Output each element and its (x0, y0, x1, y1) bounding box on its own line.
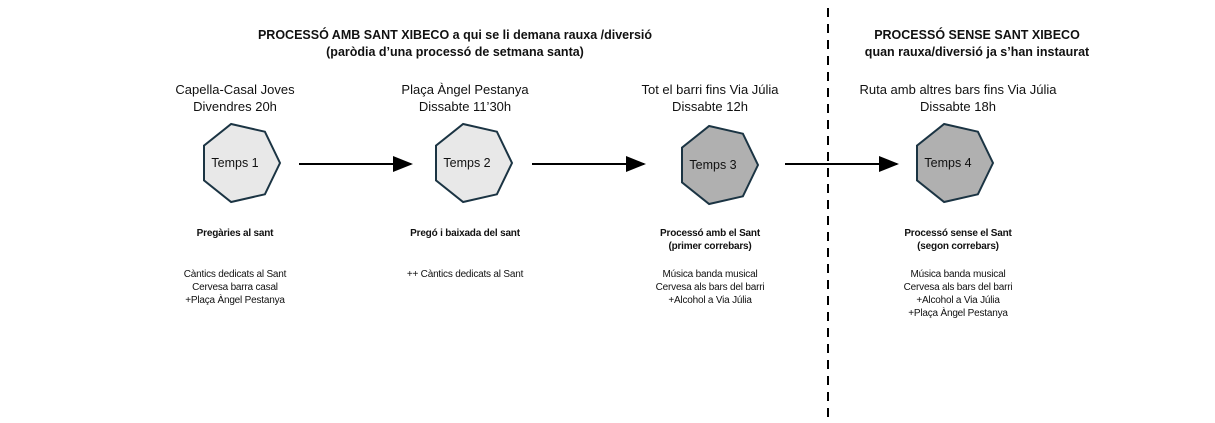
stage-label: Temps 1 (211, 156, 259, 170)
right-header-line1: PROCESSÓ SENSE SANT XIBECO (874, 28, 1080, 42)
detail-line: Cervesa als bars del barri (655, 282, 765, 293)
activity-line: (segon correbars) (917, 241, 999, 252)
detail-line: Cervesa barra casal (192, 282, 278, 293)
stage-activity: Processó sense el Sant (segon correbars) (904, 227, 1012, 253)
detail-line: ++ Càntics dedicats al Sant (406, 269, 524, 280)
stage-heptagon-2 (435, 122, 514, 204)
stage-time: Dissabte 11’30h (418, 99, 512, 114)
stage-heptagon-3 (681, 124, 760, 206)
stage-heptagon-4 (916, 122, 995, 204)
stage-label: Temps 4 (924, 156, 972, 170)
stage-heptagon-1 (203, 122, 282, 204)
stage-time: Divendres 20h (193, 99, 277, 114)
activity-line: (primer correbars) (668, 241, 752, 252)
detail-line: +Plaça Àngel Pestanya (185, 295, 285, 306)
left-header-line1: PROCESSÓ AMB SANT XIBECO a qui se li dem… (257, 28, 653, 42)
left-section-header: PROCESSÓ AMB SANT XIBECO a qui se li dem… (258, 27, 652, 61)
detail-line: Càntics dedicats al Sant (183, 269, 287, 280)
stage-activity: Processó amb el Sant (primer correbars) (660, 227, 760, 253)
detail-line: +Alcohol a Via Júlia (916, 295, 1000, 306)
detail-line: +Plaça Àngel Pestanya (908, 308, 1008, 319)
stage-label: Temps 3 (689, 158, 737, 172)
activity-line: Pregó i baixada del sant (410, 228, 520, 239)
stage-place: Tot el barri fins Via Júlia (641, 82, 779, 97)
stage-place: Capella-Casal Joves (175, 82, 295, 97)
stage-place: Ruta amb altres bars fins Via Júlia (859, 82, 1057, 97)
stage-label: Temps 2 (443, 156, 491, 170)
detail-line: +Alcohol a Via Júlia (668, 295, 752, 306)
activity-line: Processó amb el Sant (660, 228, 760, 239)
detail-line: Cervesa als bars del barri (903, 282, 1013, 293)
stage-time: Dissabte 18h (920, 99, 996, 114)
right-header-line2: quan rauxa/diversió ja s’han instaurat (864, 45, 1090, 59)
detail-line: Música banda musical (910, 269, 1006, 280)
stage-place: Plaça Àngel Pestanya (401, 82, 529, 97)
activity-line: Pregàries al sant (196, 228, 274, 239)
stage-activity: Pregó i baixada del sant (410, 227, 520, 240)
activity-line: Processó sense el Sant (904, 228, 1012, 239)
right-section-header: PROCESSÓ SENSE SANT XIBECO quan rauxa/di… (865, 27, 1089, 61)
left-header-line2: (paròdia d’una processó de setmana santa… (326, 45, 584, 59)
stage-details: ++ Càntics dedicats al Sant (406, 268, 524, 281)
detail-line: Música banda musical (662, 269, 758, 280)
stage-activity: Pregàries al sant (197, 227, 274, 240)
stage-time: Dissabte 12h (672, 99, 748, 114)
